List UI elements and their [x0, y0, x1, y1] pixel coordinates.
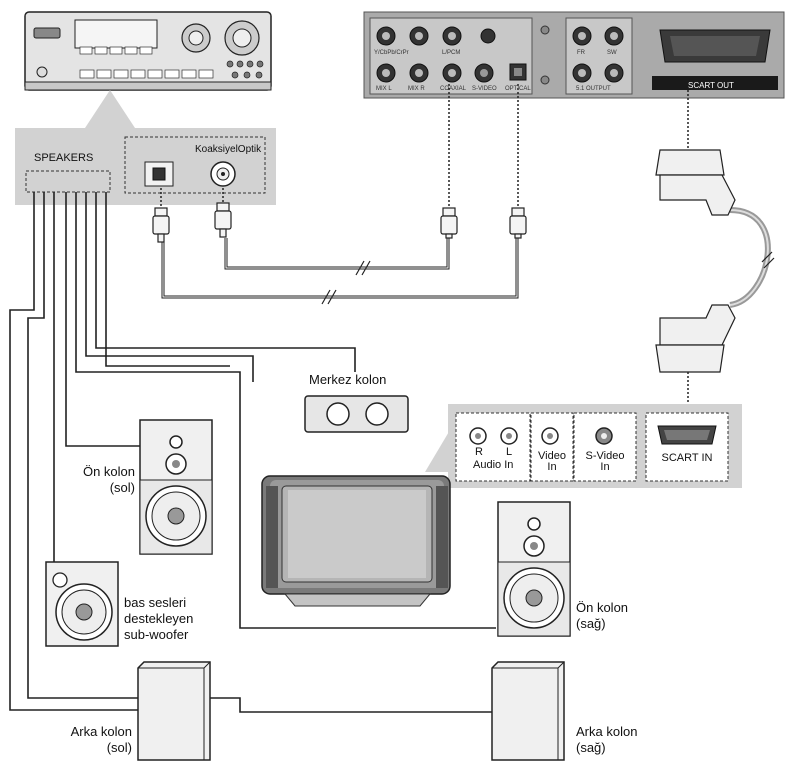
tv-input-panel: [425, 404, 742, 488]
front-left-label-1: Ön kolon: [82, 464, 135, 479]
jack-label-lpcm: L/PCM: [442, 50, 461, 56]
subwoofer-label-2: destekleyen: [124, 611, 194, 626]
speakers-terminal-label: SPEAKERS: [34, 152, 94, 164]
jack-label-optical: OPTICAL: [505, 86, 531, 92]
subwoofer-label-3: sub-woofer: [124, 627, 189, 642]
audio-in-label: Audio In: [473, 459, 514, 471]
center-speaker: [304, 395, 409, 433]
svideo-in-label-2: In: [600, 461, 610, 473]
rear-right-label-2: (sağ): [576, 740, 606, 755]
scart-in-label: SCART IN: [661, 452, 713, 464]
rear-left-label-1: Arka kolon: [70, 724, 132, 739]
front-left-speaker: [139, 419, 213, 555]
rear-right-label-1: Arka kolon: [576, 724, 638, 739]
center-speaker-label: Merkez kolon: [309, 372, 387, 387]
jack-label-fr: FR: [577, 50, 585, 56]
video-in-label-1: Video: [538, 450, 566, 462]
jack-label-ycbcr: Y/CbPb/CrPr: [374, 50, 409, 56]
front-right-label-1: Ön kolon: [576, 600, 629, 615]
front-right-speaker: [497, 501, 571, 637]
audio-r-label: R: [475, 446, 483, 458]
signal-cables: [160, 84, 775, 410]
jack-label-svideo: S-VIDEO: [472, 86, 497, 92]
receiver-back-panel: [15, 90, 276, 205]
rear-left-speaker: [137, 661, 211, 761]
jack-label-sw: SW: [607, 50, 617, 56]
subwoofer-label-1: bas sesleri: [124, 595, 187, 610]
television: [261, 475, 451, 607]
rear-right-speaker: [491, 661, 565, 761]
rca-plugs: [152, 202, 527, 243]
audio-l-label: L: [506, 446, 513, 458]
front-right-label-2: (sağ): [576, 616, 606, 631]
jack-label-mix-l: MIX L: [376, 86, 392, 92]
coax-optic-label: KoaksiyelOptik: [195, 144, 262, 155]
av-receiver: [24, 11, 272, 91]
svideo-in-label-1: S-Video: [585, 450, 625, 462]
subwoofer: [45, 561, 119, 647]
video-in-label-2: In: [547, 461, 557, 473]
scart-out-label: SCART OUT: [688, 81, 734, 90]
dvd-player-back-panel: [363, 11, 785, 99]
rear-left-label-2: (sol): [106, 740, 132, 755]
jack-label-mix-r: MIX R: [408, 86, 425, 92]
jack-label-51-output: 5.1 OUTPUT: [576, 86, 611, 92]
front-left-label-2: (sol): [109, 480, 135, 495]
scart-plugs: [655, 149, 736, 373]
jack-label-coaxial: COAXIAL: [440, 86, 467, 92]
